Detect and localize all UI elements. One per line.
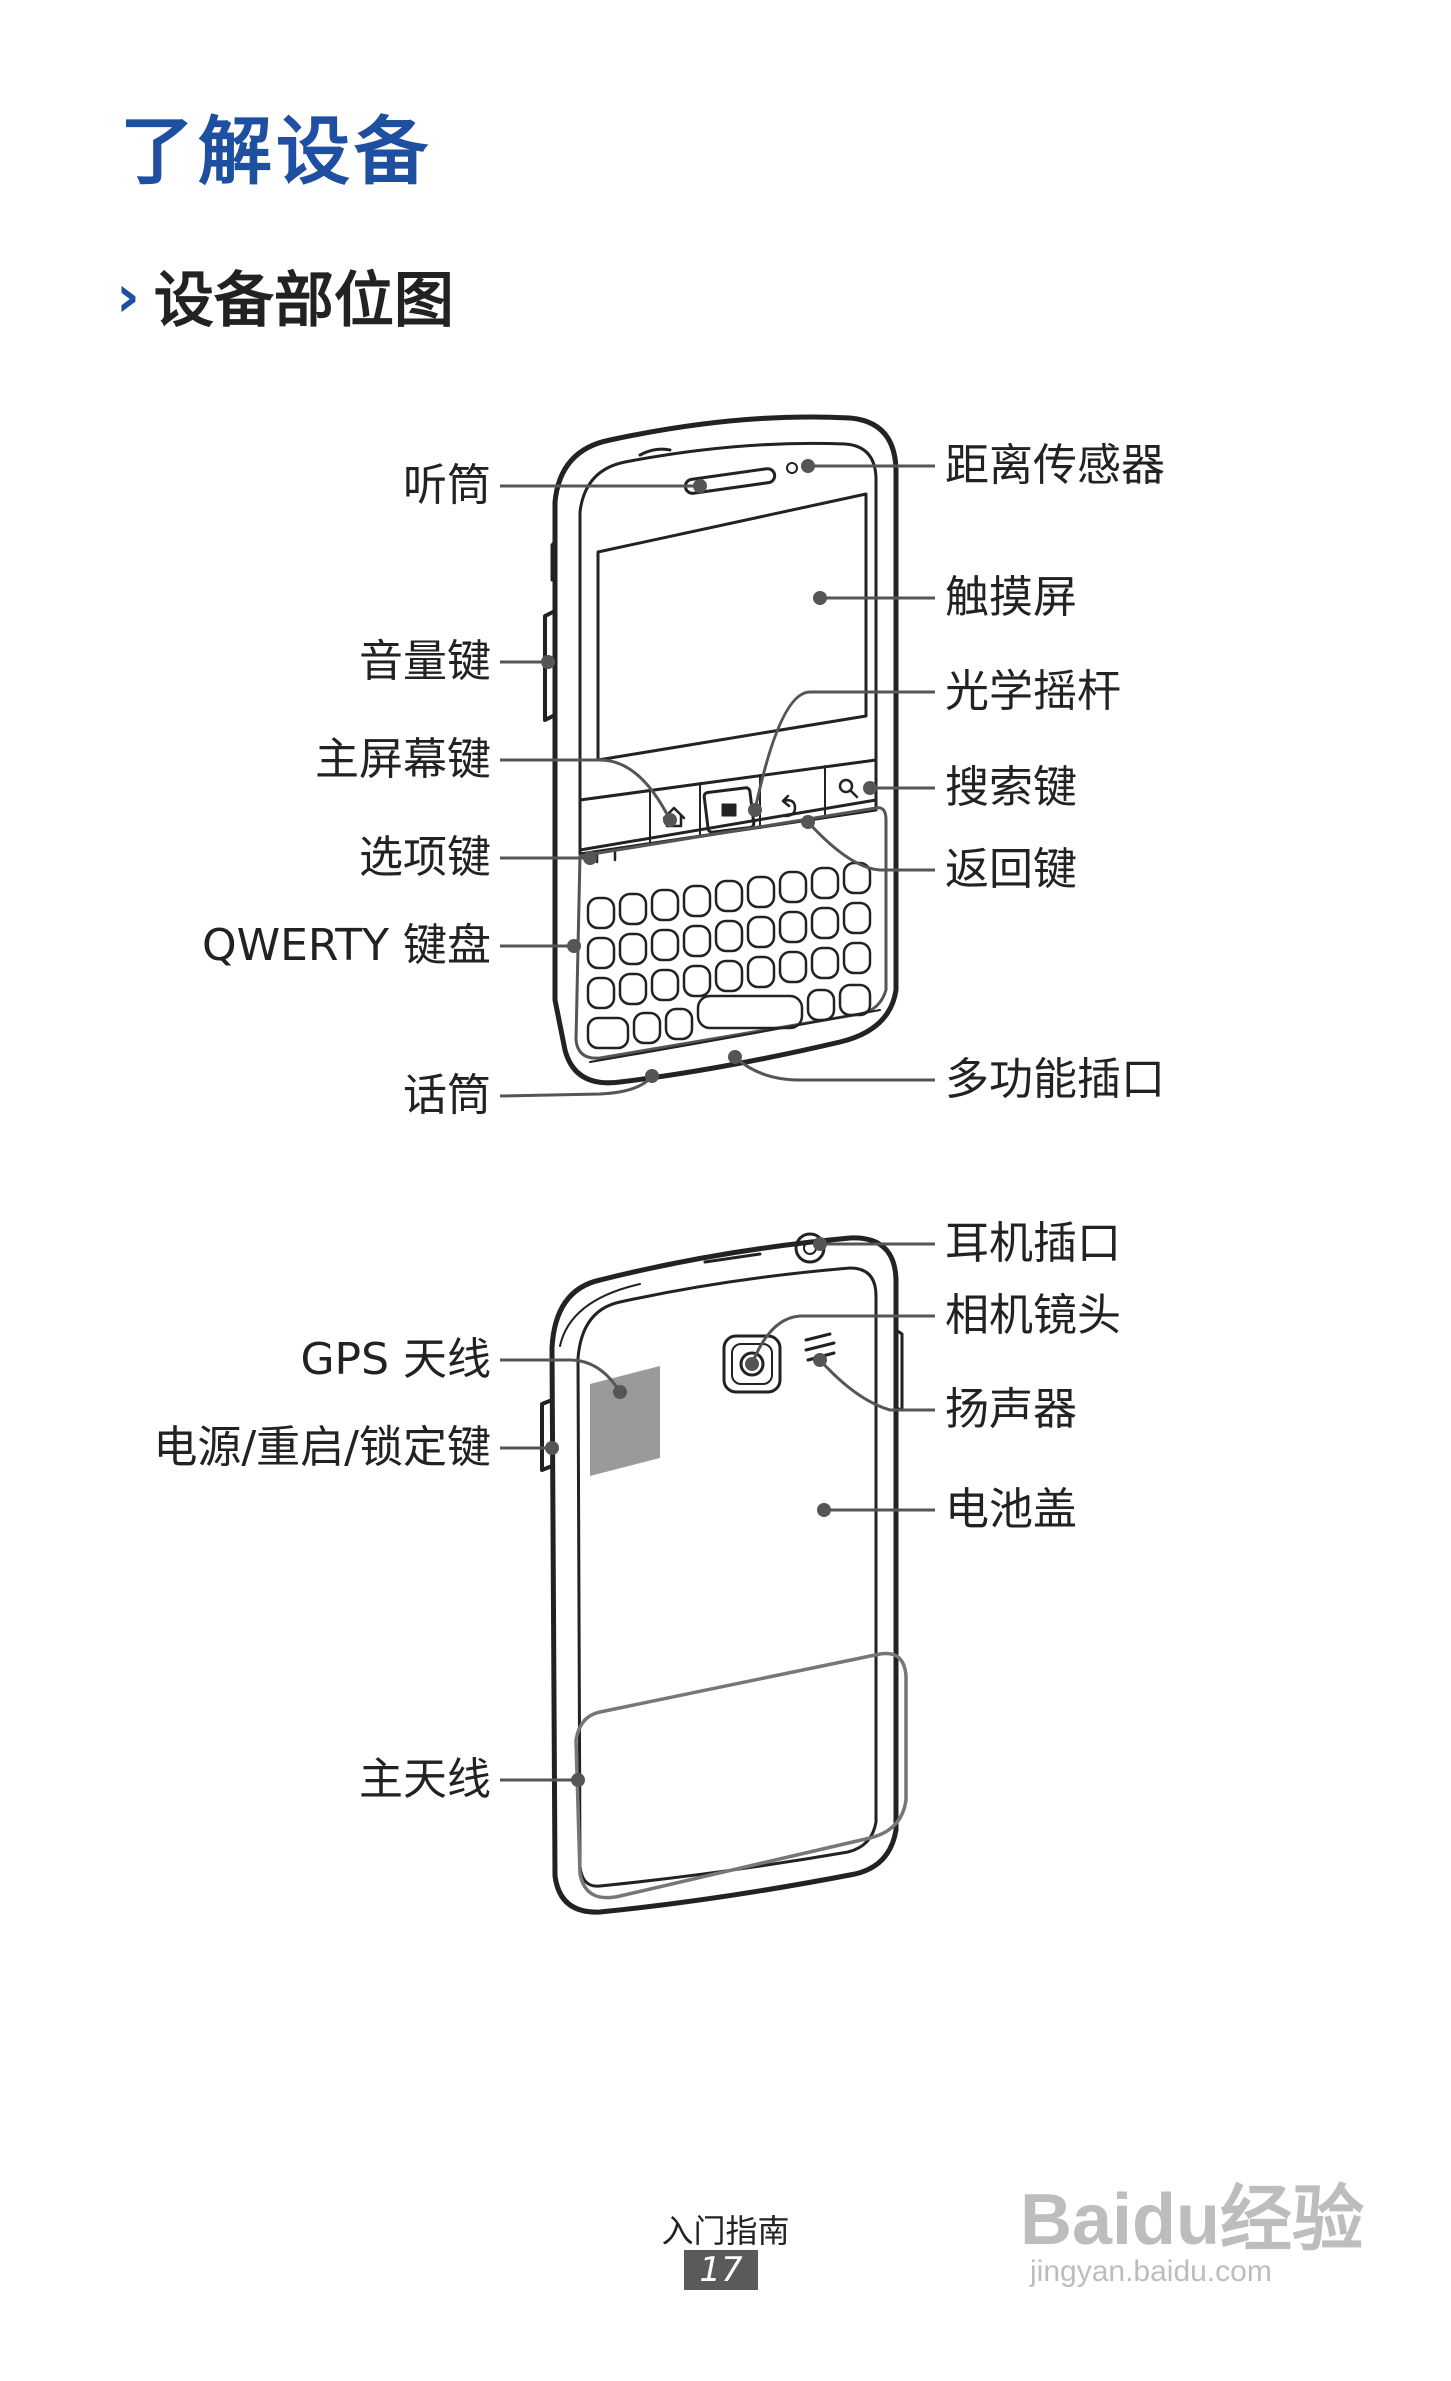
back-icon xyxy=(781,794,797,818)
keyboard-outline xyxy=(574,806,888,1060)
front-phone xyxy=(543,414,899,1086)
main-antenna-outline xyxy=(574,1651,908,1900)
back-phone xyxy=(540,1232,904,1915)
label-camera-lens: 相机镜头 xyxy=(945,1290,1121,1341)
back-callouts xyxy=(500,1242,935,1782)
label-main-antenna: 主天线 xyxy=(359,1754,491,1805)
label-power-key: 电源/重启/锁定键 xyxy=(153,1422,491,1473)
label-battery-cover: 电池盖 xyxy=(945,1484,1077,1535)
key-row-1 xyxy=(586,861,872,930)
space-key xyxy=(696,994,804,1030)
baidu-watermark-url: jingyan.baidu.com xyxy=(1030,2255,1272,2288)
section-title: 设备部位图 xyxy=(153,266,454,336)
page-title: 了解设备 xyxy=(120,109,432,195)
label-menu-key: 选项键 xyxy=(359,832,491,883)
front-screen xyxy=(596,492,868,762)
proximity-dot-1 xyxy=(786,462,798,474)
front-body-outline xyxy=(552,414,899,1086)
key-row-4 xyxy=(586,983,872,1050)
gps-antenna-patch xyxy=(590,1366,660,1476)
label-headset-jack: 耳机插口 xyxy=(945,1218,1121,1269)
label-home-key: 主屏幕键 xyxy=(315,734,491,785)
label-optical-joystick: 光学摇杆 xyxy=(945,666,1121,717)
front-callouts xyxy=(499,464,935,1098)
power-key xyxy=(540,1398,554,1472)
back-callout-dots xyxy=(545,1237,831,1787)
label-search-key: 搜索键 xyxy=(945,762,1077,813)
baidu-watermark-logo: Baidu经验 xyxy=(1020,2180,1365,2260)
chevron-right-icon: › xyxy=(116,261,140,330)
back-cover xyxy=(576,1266,878,1888)
page-number: 17 xyxy=(684,2250,758,2290)
key-row-2 xyxy=(586,901,872,970)
front-key-row xyxy=(578,758,878,856)
section-heading: › 设备部位图 xyxy=(116,252,454,339)
front-bezel xyxy=(578,441,878,852)
label-volume-key: 音量键 xyxy=(359,636,491,687)
search-icon xyxy=(838,778,854,794)
label-earpiece: 听筒 xyxy=(403,460,491,511)
label-qwerty-keyboard: QWERTY 键盘 xyxy=(201,920,491,971)
keyboard-keys xyxy=(586,861,872,1050)
label-microphone: 话筒 xyxy=(403,1070,491,1121)
camera-lens xyxy=(739,1351,765,1377)
label-proximity-sensor: 距离传感器 xyxy=(945,440,1165,491)
label-gps-antenna: GPS 天线 xyxy=(300,1334,491,1385)
label-touch-screen: 触摸屏 xyxy=(945,572,1077,623)
back-body-outline xyxy=(549,1235,899,1915)
footer-section-name: 入门指南 xyxy=(661,2212,790,2250)
front-callout-dots xyxy=(541,459,877,1083)
camera-housing xyxy=(722,1334,782,1394)
label-multifunction-jack: 多功能插口 xyxy=(945,1054,1165,1105)
label-speaker: 扬声器 xyxy=(945,1384,1077,1435)
label-back-key: 返回键 xyxy=(945,844,1077,895)
key-row-3 xyxy=(586,941,872,1010)
